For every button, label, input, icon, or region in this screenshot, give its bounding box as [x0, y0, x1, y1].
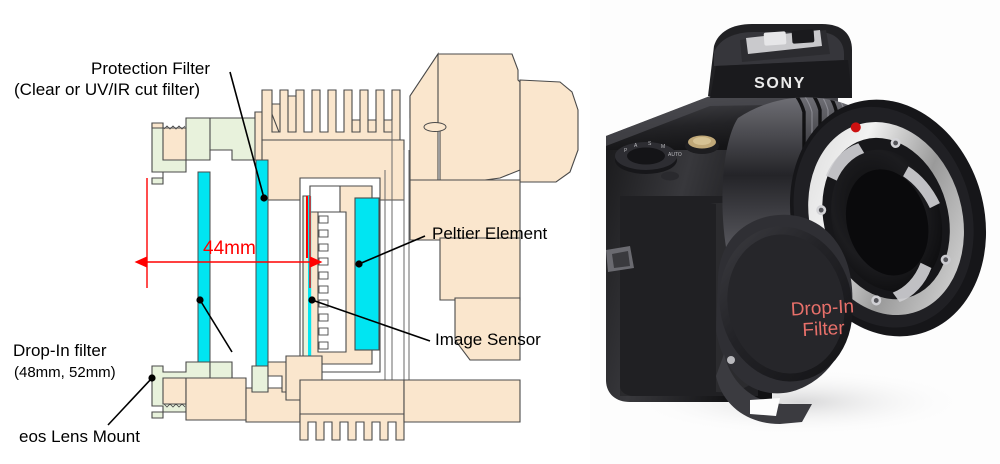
label-eos-lens-mount: eos Lens Mount — [19, 427, 140, 446]
label-drop-in-filter-line2: (48mm, 52mm) — [14, 364, 116, 381]
drop-in-filter-glass — [197, 171, 211, 383]
heat-sink-fins-bottom — [299, 413, 405, 441]
viewfinder-hotshoe: SONY — [708, 24, 852, 98]
label-peltier-element: Peltier Element — [432, 224, 548, 243]
mount-alignment-dot — [850, 122, 861, 133]
label-drop-in-filter-line1: Drop-In filter — [13, 341, 107, 360]
label-dimension-44mm: 44mm — [203, 238, 256, 259]
label-protection-filter-line2: (Clear or UV/IR cut filter) — [14, 80, 201, 99]
label-image-sensor: Image Sensor — [435, 330, 541, 349]
label-protection-filter-line1: Protection Filter — [91, 59, 211, 78]
svg-text:AUTO: AUTO — [668, 152, 682, 158]
camera-body-outline — [409, 52, 579, 361]
diagram-svg — [107, 52, 579, 441]
product-photo: PA SM AUTO -30+3 — [590, 0, 1000, 464]
photo-svg: PA SM AUTO -30+3 — [590, 0, 1000, 464]
sony-brand-text: SONY — [754, 75, 806, 92]
svg-text:S: S — [648, 141, 652, 147]
leader-dots — [148, 194, 363, 382]
peltier-element-block — [354, 197, 380, 351]
svg-text:P: P — [624, 148, 628, 154]
svg-text:M: M — [661, 144, 665, 150]
leader-lines — [107, 71, 431, 426]
drop-in-filter-holder — [716, 214, 853, 424]
svg-text:A: A — [634, 143, 638, 149]
photo-caption-drop-in-filter: Drop-In Filter — [774, 296, 872, 343]
dimension-44mm — [134, 178, 323, 288]
cross-section-diagram: Protection Filter (Clear or UV/IR cut fi… — [13, 52, 579, 446]
heat-sink-fins-top — [261, 89, 401, 141]
